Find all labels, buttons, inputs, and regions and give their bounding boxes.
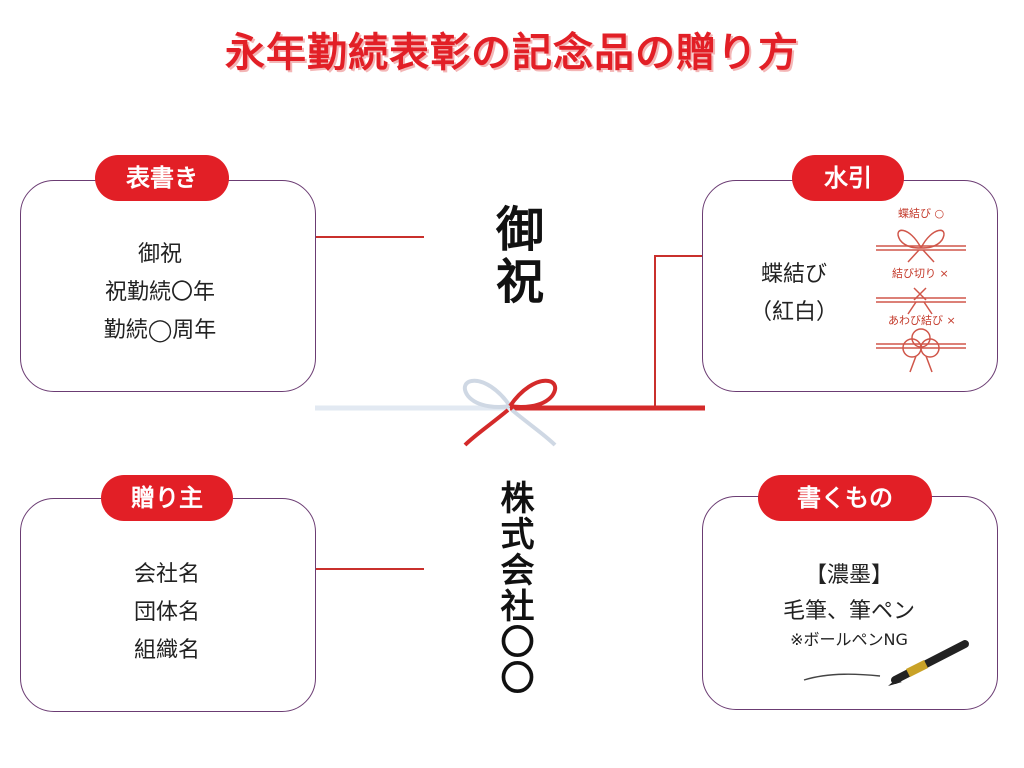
awabi-musubi-illustration (876, 328, 966, 373)
noshi-sender-text: 株式会社〇〇 (494, 480, 534, 696)
okurinushi-list: 会社名 団体名 組織名 (20, 556, 314, 670)
brush-pen-icon (803, 640, 969, 686)
mizuhiki-knot-illustrations (876, 229, 966, 373)
okurinushi-badge: 贈り主 (101, 475, 233, 521)
omotegaki-badge: 表書き (95, 155, 229, 201)
mizuhiki-item: 蝶結び (760, 262, 827, 287)
okurinushi-item: 組織名 (133, 638, 200, 663)
omotegaki-item: 御祝 (137, 242, 182, 267)
mizuhiki-box (702, 180, 998, 392)
omotegaki-box (20, 180, 316, 392)
kakumono-item: 毛筆、筆ペン (782, 599, 915, 624)
chou-musubi-illustration (876, 229, 966, 263)
mizuhiki-item: （紅白） (749, 300, 838, 325)
omotegaki-item: 祝勤続〇年 (104, 280, 215, 305)
kakumono-item: 【濃墨】 (804, 563, 893, 588)
page-title: 永年勤続表彰の記念品の贈り方 (225, 30, 799, 76)
mizuhiki-badge: 水引 (792, 155, 904, 201)
kakumono-badge: 書くもの (758, 475, 932, 521)
mizuhiki-list: 蝶結び （紅白） (742, 256, 846, 332)
mizuhiki-example-label: あわび結び × (888, 314, 956, 327)
okurinushi-item: 会社名 (133, 562, 200, 587)
kakumono-note: ※ボールペンNG (790, 630, 908, 649)
okurinushi-item: 団体名 (133, 600, 200, 625)
mizuhiki-example-label: 蝶結び ○ (898, 207, 945, 220)
mizuhiki-example-label: 結び切り × (892, 267, 949, 280)
noshi-omotegaki-text: 御祝 (487, 204, 543, 308)
omotegaki-item: 勤続◯周年 (103, 318, 217, 343)
musubikiri-illustration (876, 287, 966, 315)
mizuhiki-bow (462, 378, 558, 447)
kakumono-list: 【濃墨】 毛筆、筆ペン ※ボールペンNG (702, 557, 996, 651)
omotegaki-list: 御祝 祝勤続〇年 勤続◯周年 (20, 236, 300, 350)
